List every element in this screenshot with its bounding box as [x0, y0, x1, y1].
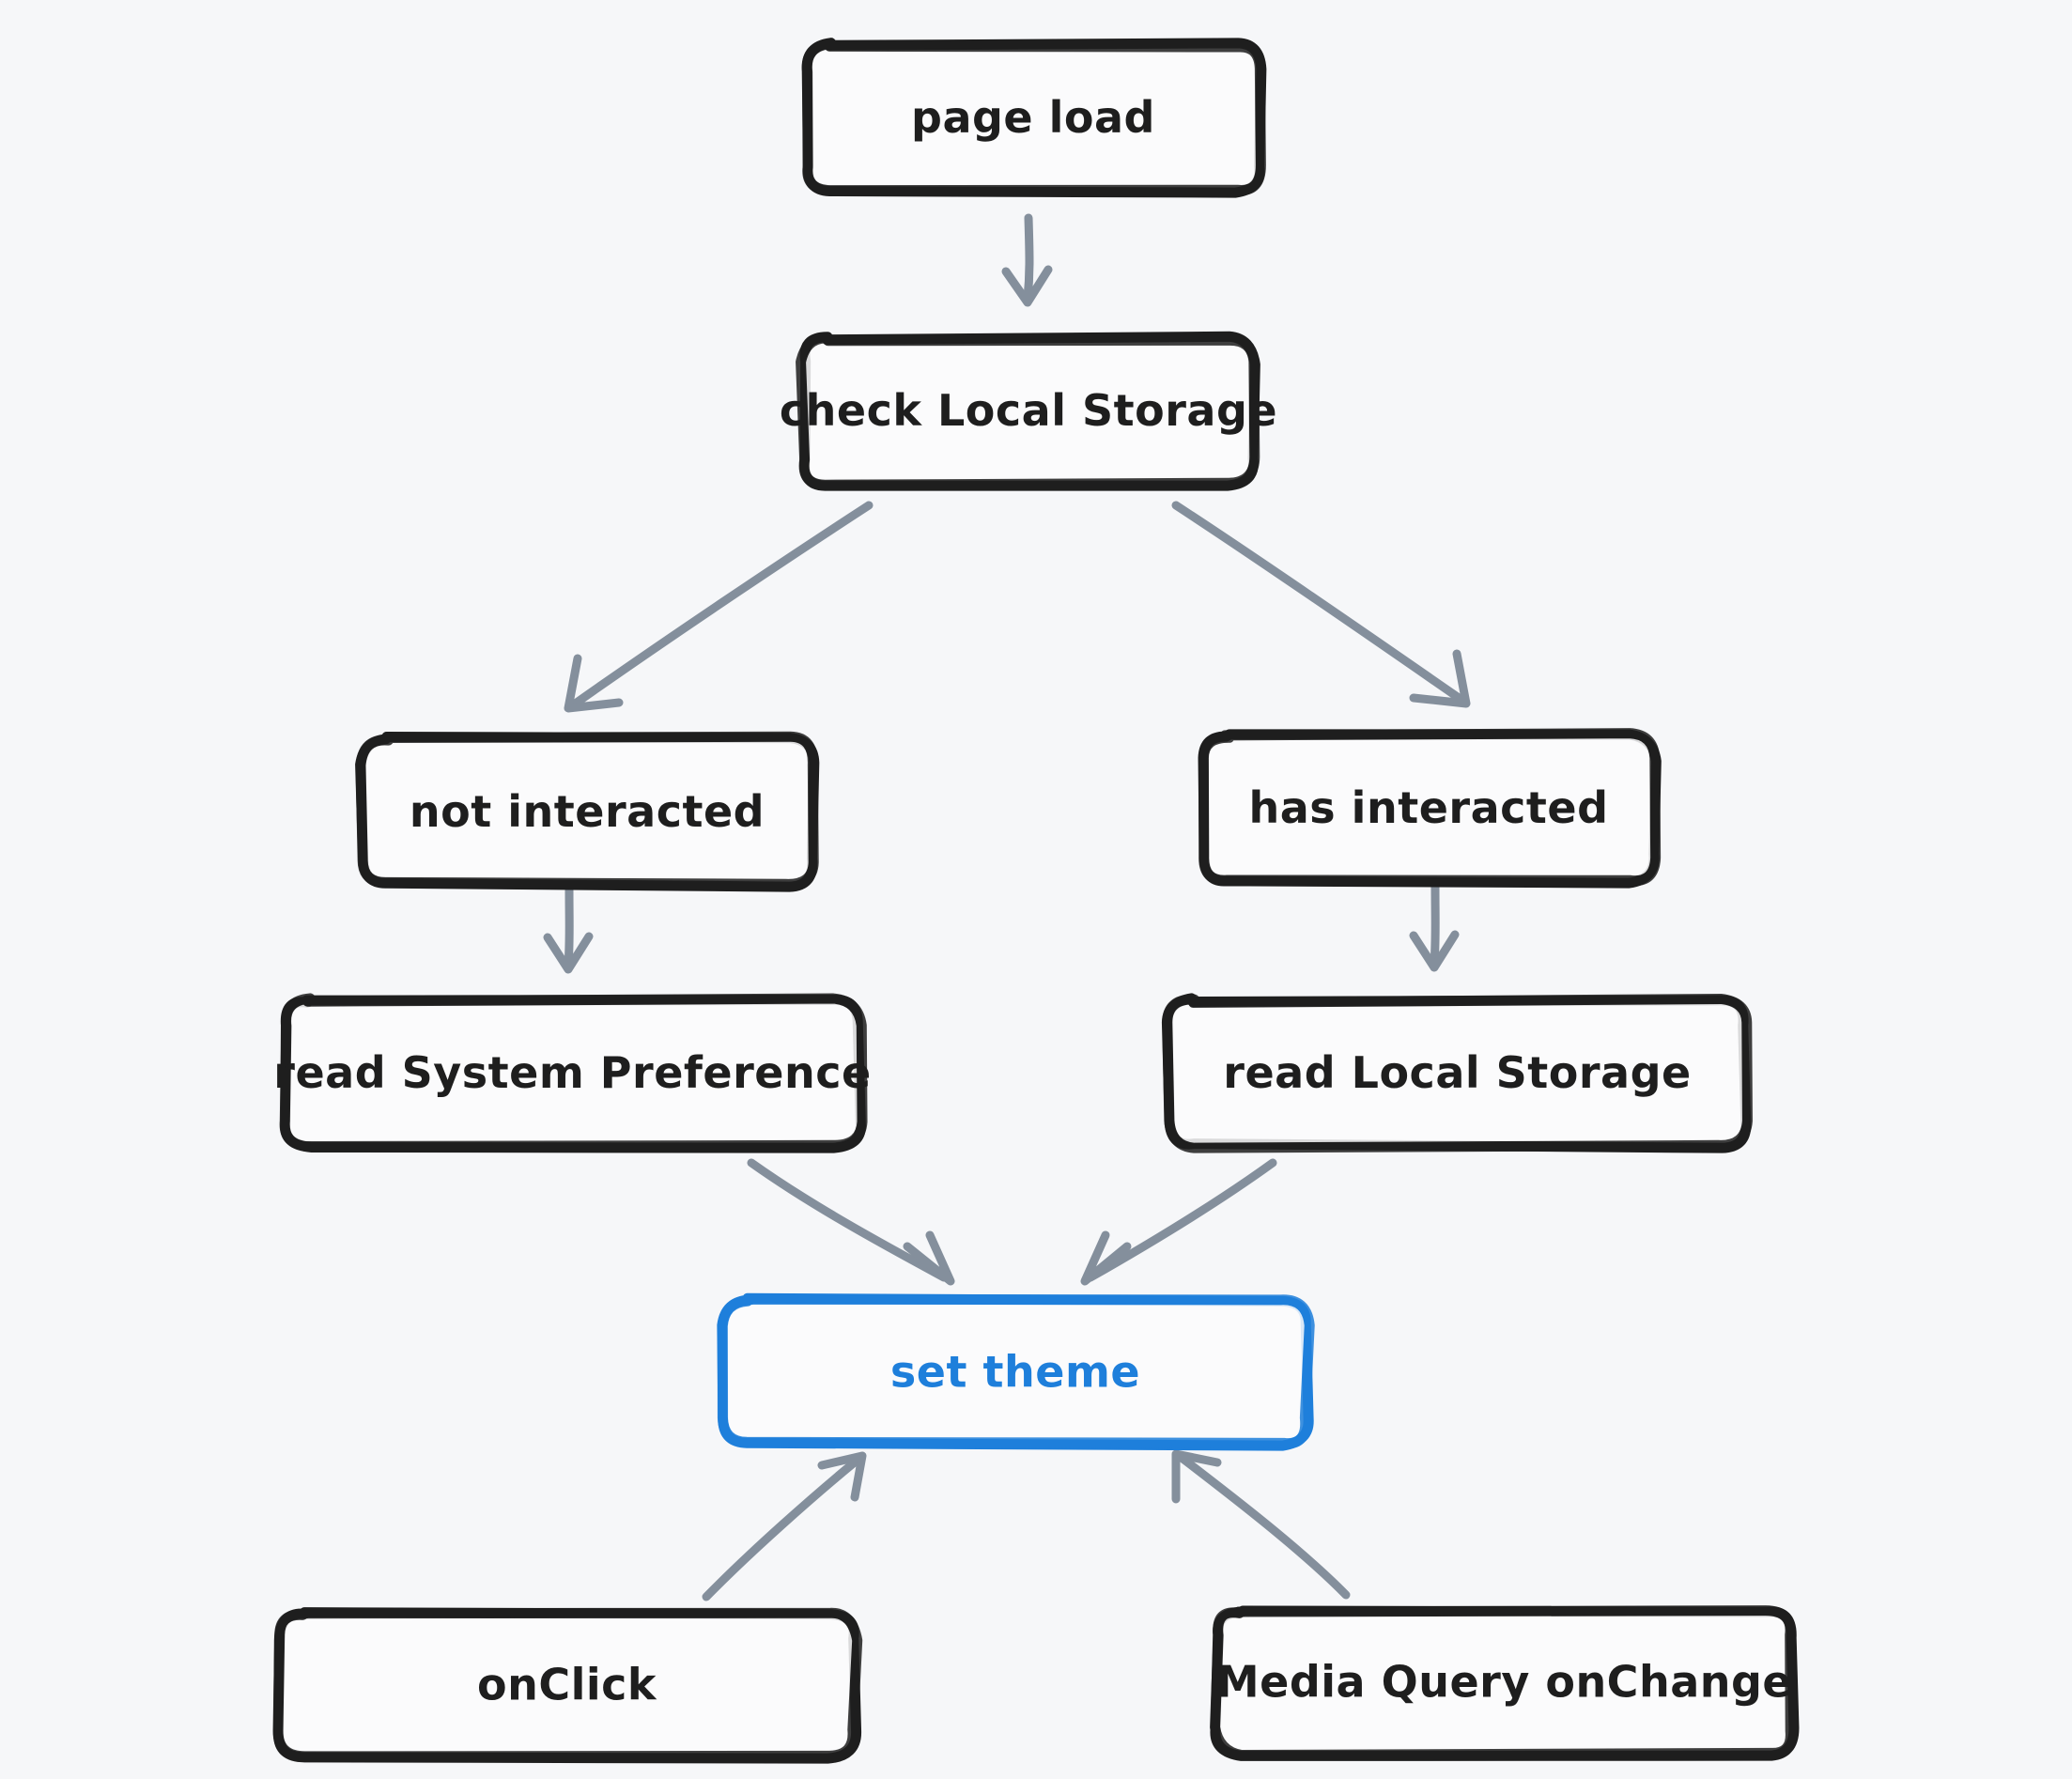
edge-read-system-preference-to-set-theme[interactable] [747, 1158, 955, 1286]
node-page-load[interactable] [801, 38, 1267, 198]
node-on-click[interactable] [272, 1607, 863, 1764]
edge-read-local-storage-to-set-theme[interactable] [1080, 1158, 1277, 1286]
node-read-system-preference[interactable] [279, 993, 868, 1153]
node-layer [272, 38, 1800, 1764]
node-set-theme[interactable] [717, 1292, 1315, 1451]
node-label-on-click: onClick [477, 1660, 657, 1710]
node-outline [1210, 1605, 1796, 1761]
node-outline [272, 1607, 863, 1762]
node-not-interacted[interactable] [355, 731, 820, 892]
node-has-interacted[interactable] [1198, 728, 1662, 889]
node-check-local-storage[interactable] [796, 331, 1260, 491]
edge-page-load-to-check-local-storage[interactable] [1001, 213, 1053, 307]
node-label-layer: page load check Local Storage not interact… [273, 92, 1792, 1710]
node-label-check-local-storage: check Local Storage [780, 385, 1277, 436]
node-outline [1162, 993, 1753, 1153]
edge-check-local-storage-to-not-interacted[interactable] [564, 501, 874, 713]
node-outline [355, 731, 819, 890]
edge-media-query-on-change-to-set-theme[interactable] [1171, 1449, 1351, 1600]
edge-on-click-to-set-theme[interactable] [702, 1451, 867, 1601]
node-label-page-load: page load [911, 92, 1155, 143]
node-label-has-interacted: has interacted [1249, 782, 1609, 833]
node-read-local-storage[interactable] [1161, 993, 1753, 1153]
edge-layer [543, 213, 1471, 1601]
node-outline [801, 39, 1266, 196]
node-label-media-query-on-change: Media Query onChange [1216, 1657, 1792, 1708]
node-label-not-interacted: not interacted [410, 786, 765, 837]
node-outline [717, 1293, 1315, 1449]
node-label-set-theme: set theme [890, 1347, 1140, 1398]
edge-has-interacted-to-read-local-storage[interactable] [1409, 882, 1460, 972]
node-outline [1198, 728, 1662, 887]
node-label-read-system-preference: read System Preference [273, 1047, 871, 1098]
node-outline [796, 333, 1260, 490]
edge-not-interacted-to-read-system-preference[interactable] [543, 886, 594, 974]
node-outline [279, 993, 868, 1152]
node-media-query-on-change[interactable] [1210, 1605, 1800, 1761]
node-label-read-local-storage: read Local Storage [1223, 1047, 1691, 1098]
edge-check-local-storage-to-has-interacted[interactable] [1171, 501, 1471, 708]
